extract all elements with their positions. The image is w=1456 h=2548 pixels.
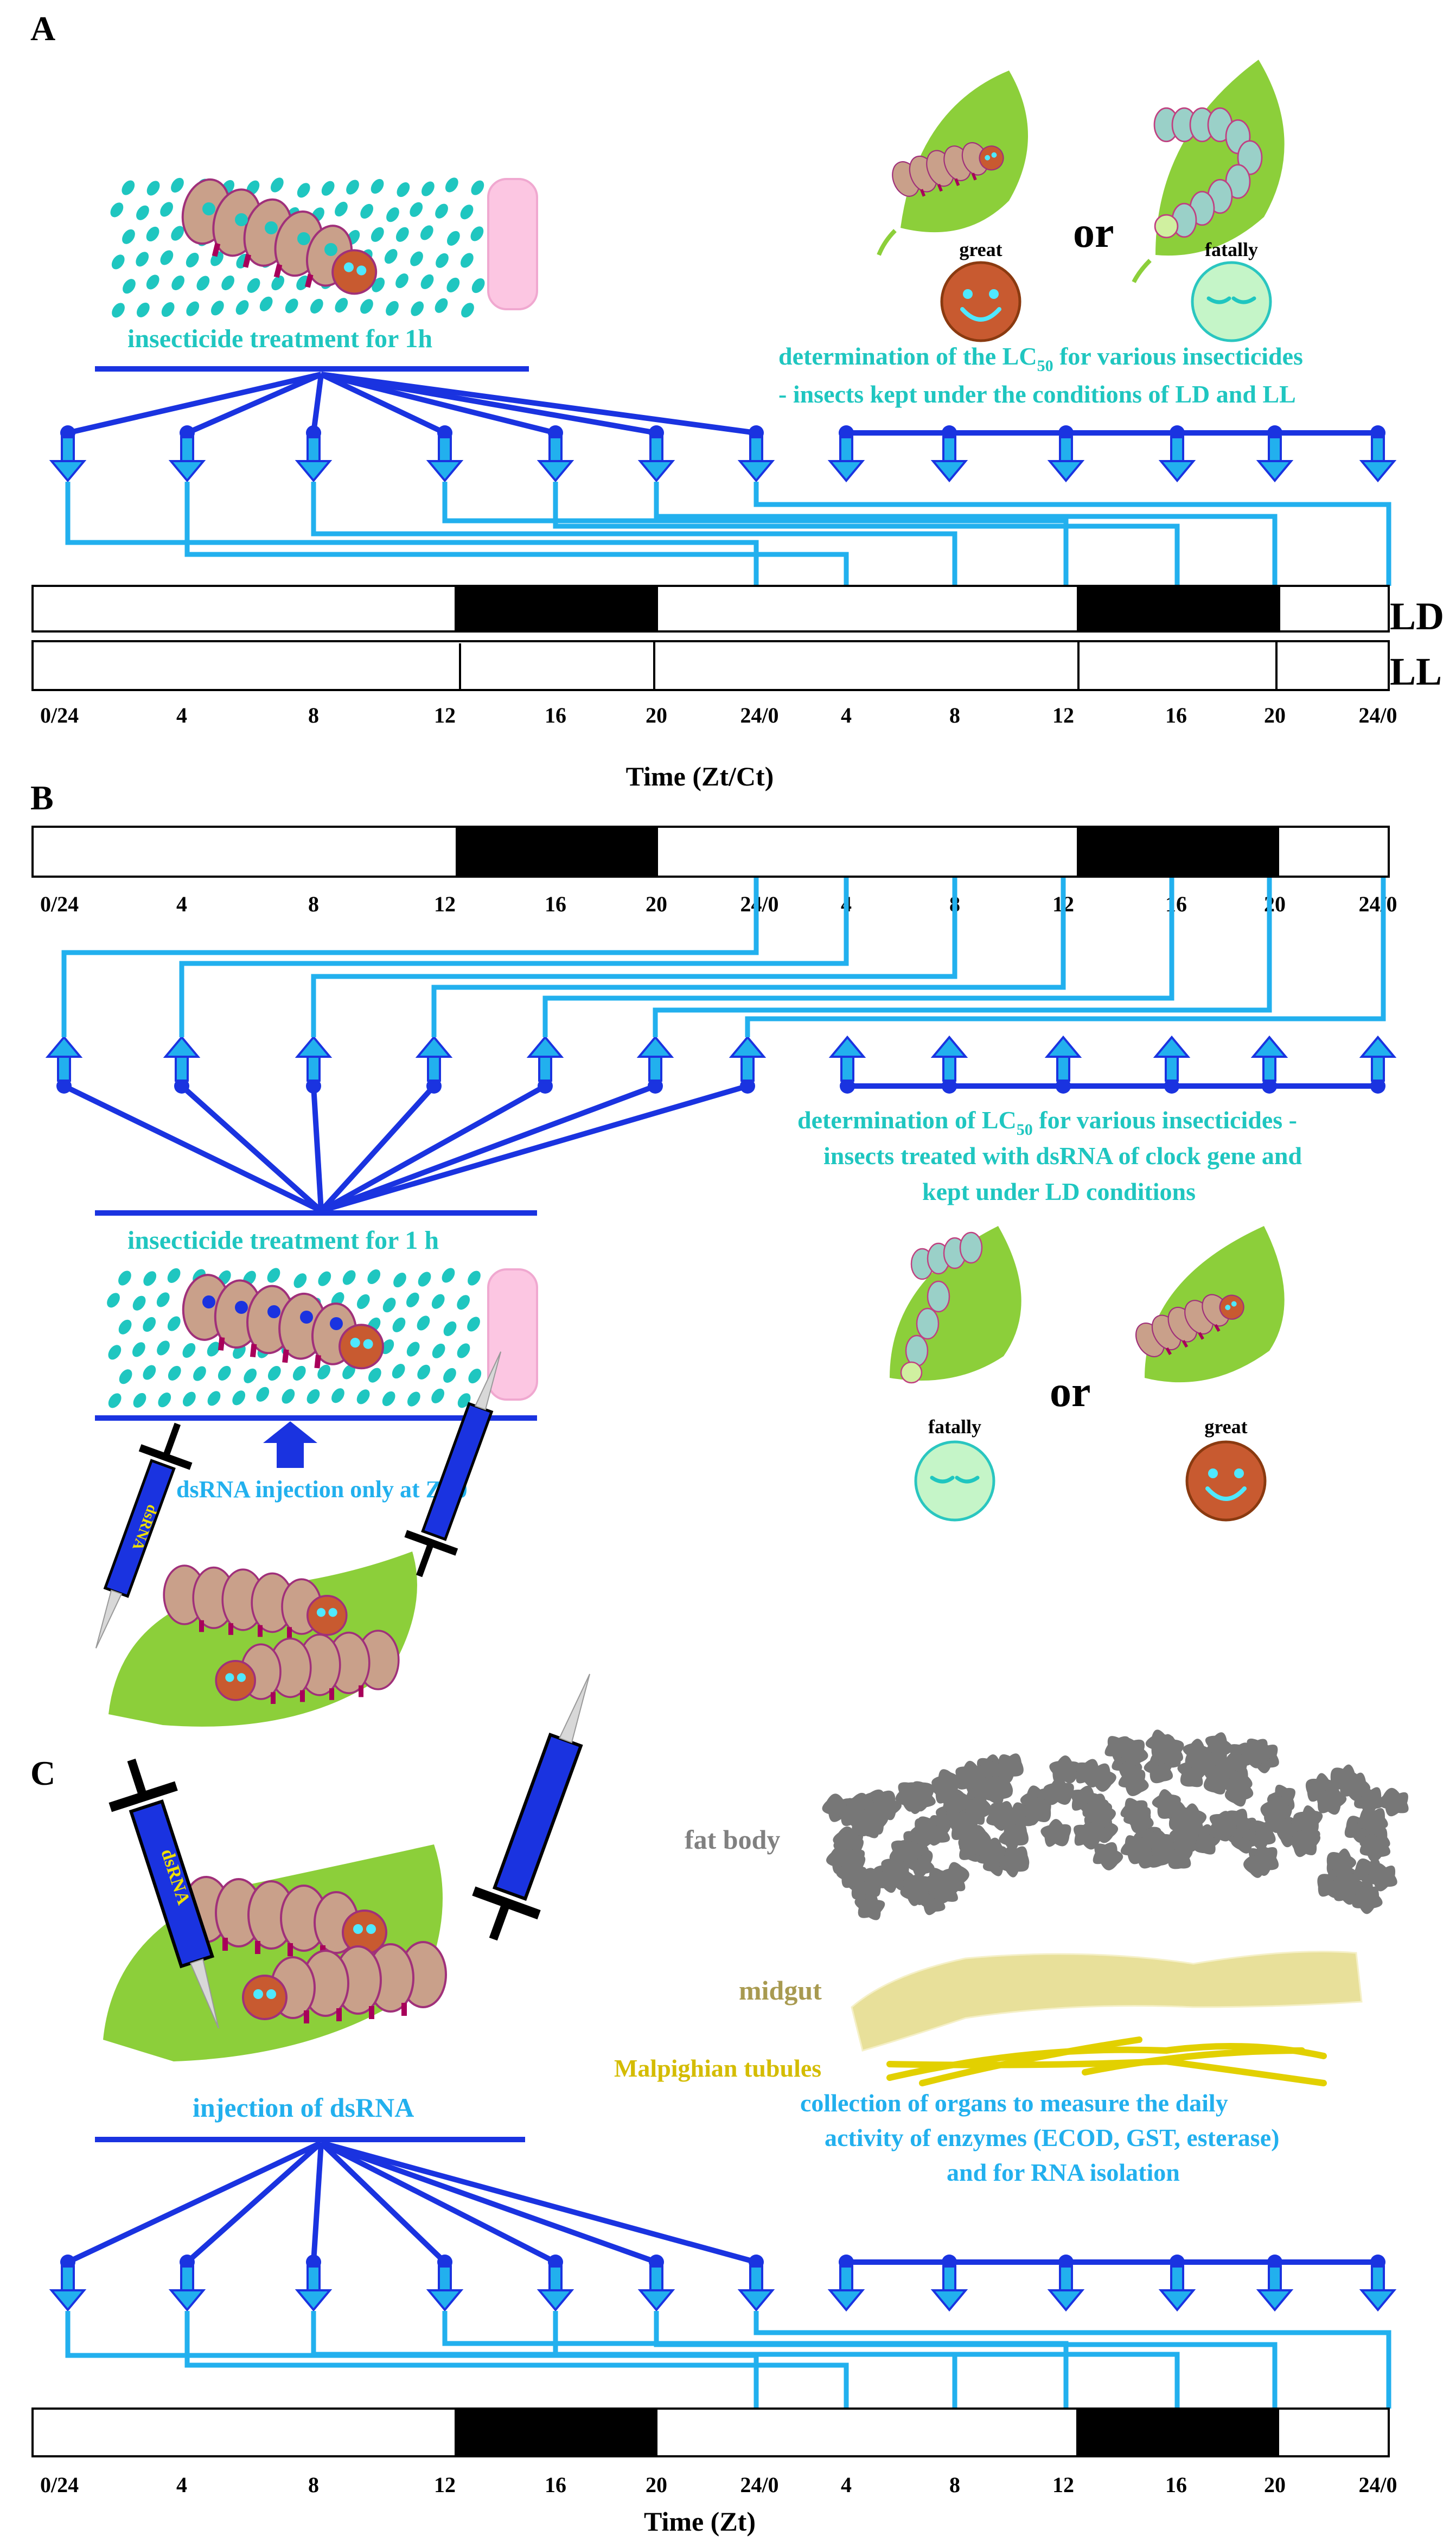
larva-fatal-a xyxy=(1153,107,1263,239)
arrows-timeline-a xyxy=(50,372,1395,586)
larva-fatal-b xyxy=(900,1231,983,1384)
tick-label: 24/0 xyxy=(1358,892,1397,916)
treatment-label-a: insecticide treatment for 1h xyxy=(127,324,432,353)
syringe-c-right xyxy=(472,1674,591,1941)
insecticide-droplets-a xyxy=(110,177,485,318)
injection-label-c: injection of dsRNA xyxy=(193,2092,414,2123)
desc-line2-a: - insects kept under the conditions of L… xyxy=(778,380,1296,408)
ll-label-a: LL xyxy=(1390,650,1442,693)
tick-label: 20 xyxy=(646,703,667,727)
axis-title-a: Time (Zt/Ct) xyxy=(626,761,774,791)
tick-label: 24/0 xyxy=(740,2473,778,2497)
tick-labels-c: 0/24 4 8 12 16 20 24/0 4 8 12 16 20 24/0 xyxy=(40,2473,1397,2497)
injection-arrow-b xyxy=(263,1421,317,1468)
ll-bar-a xyxy=(31,640,1390,691)
tick-label: 16 xyxy=(1165,2473,1187,2497)
ld-label-a: LD xyxy=(1390,595,1444,638)
syringe-c-left: dsRNA xyxy=(108,1758,219,2029)
desc-line1-b: determination of LC50 for various insect… xyxy=(797,1106,1297,1139)
tick-label: 20 xyxy=(646,892,667,916)
injection-label-b: dsRNA injection only at Zt 0 xyxy=(176,1476,468,1503)
tubules-image xyxy=(886,2036,1327,2086)
great-face-a xyxy=(942,263,1020,341)
tick-label: 20 xyxy=(1264,703,1286,727)
fatal-face-b xyxy=(916,1442,994,1520)
tick-label: 16 xyxy=(1165,892,1187,916)
tick-label: 24/0 xyxy=(1358,2473,1397,2497)
desc-line2-b: insects treated with dsRNA of clock gene… xyxy=(823,1142,1302,1170)
desc-line3-b: kept under LD conditions xyxy=(922,1178,1196,1205)
ld-bar-a xyxy=(31,585,1390,633)
syringe-b-right xyxy=(404,1351,502,1578)
great-label-a: great xyxy=(959,239,1002,260)
syringe-b-left: dsRNA xyxy=(95,1422,193,1649)
fatally-label-b: fatally xyxy=(928,1416,981,1438)
tick-label: 16 xyxy=(1165,703,1187,727)
tick-label: 0/24 xyxy=(40,703,79,727)
tick-label: 4 xyxy=(176,703,187,727)
fatal-face-a xyxy=(1192,263,1270,341)
petri-dish-a xyxy=(487,178,538,310)
tick-label: 20 xyxy=(1264,2473,1286,2497)
fatally-label-a: fatally xyxy=(1205,239,1258,260)
panel-c-label: C xyxy=(30,1754,55,1792)
tick-label: 8 xyxy=(308,892,319,916)
arrows-timeline-c xyxy=(50,2140,1395,2409)
tick-label: 16 xyxy=(545,703,566,727)
desc-line3-c: and for RNA isolation xyxy=(947,2159,1180,2186)
tick-label: 24/0 xyxy=(740,703,778,727)
or-label-a: or xyxy=(1073,209,1114,257)
tick-label: 16 xyxy=(545,2473,566,2497)
tick-label: 8 xyxy=(949,2473,960,2497)
desc-line1-c: collection of organs to measure the dail… xyxy=(800,2089,1228,2117)
tick-label: 12 xyxy=(434,892,456,916)
tick-label: 12 xyxy=(434,703,456,727)
axis-title-c: Time (Zt) xyxy=(644,2506,756,2537)
fat-body-image xyxy=(822,1729,1409,1920)
arrows-timeline-b xyxy=(47,878,1395,1214)
tick-label: 0/24 xyxy=(40,892,79,916)
tick-label: 20 xyxy=(646,2473,667,2497)
tick-label: 12 xyxy=(1052,2473,1074,2497)
treatment-label-b: insecticide treatment for 1 h xyxy=(127,1226,439,1255)
larva-a-spots xyxy=(202,202,337,256)
tick-label: 16 xyxy=(545,892,566,916)
panel-a-label: A xyxy=(30,9,55,48)
tick-label: 12 xyxy=(1052,703,1074,727)
great-label-b: great xyxy=(1204,1416,1247,1438)
tick-label: 0/24 xyxy=(40,2473,79,2497)
tick-label: 4 xyxy=(176,892,187,916)
panel-b-label: B xyxy=(30,778,54,817)
tick-label: 24/0 xyxy=(740,892,778,916)
larva-b-spots xyxy=(202,1295,343,1330)
ld-bar-c xyxy=(31,2407,1390,2457)
ld-bar-b xyxy=(31,826,1390,878)
tubules-label: Malpighian tubules xyxy=(614,2054,821,2082)
or-label-b: or xyxy=(1050,1368,1091,1416)
tick-label: 8 xyxy=(949,703,960,727)
larva-b-treated xyxy=(177,1271,390,1376)
tick-label: 4 xyxy=(841,2473,852,2497)
tick-label: 24/0 xyxy=(1358,703,1397,727)
fat-body-label: fat body xyxy=(685,1824,780,1855)
tick-label: 4 xyxy=(176,2473,187,2497)
midgut-label: midgut xyxy=(739,1975,822,2006)
great-face-b xyxy=(1187,1442,1265,1520)
tick-labels-a: 0/24 4 8 12 16 20 24/0 4 8 12 16 20 24/0 xyxy=(40,703,1397,727)
midgut-image xyxy=(851,1951,1363,2052)
tick-label: 8 xyxy=(308,703,319,727)
tick-label: 12 xyxy=(434,2473,456,2497)
tick-label: 4 xyxy=(841,703,852,727)
tick-label: 8 xyxy=(308,2473,319,2497)
petri-dish-b xyxy=(487,1268,538,1401)
desc-line1-a: determination of the LC50 for various in… xyxy=(778,342,1303,375)
desc-line2-c: activity of enzymes (ECOD, GST, esterase… xyxy=(825,2124,1279,2151)
